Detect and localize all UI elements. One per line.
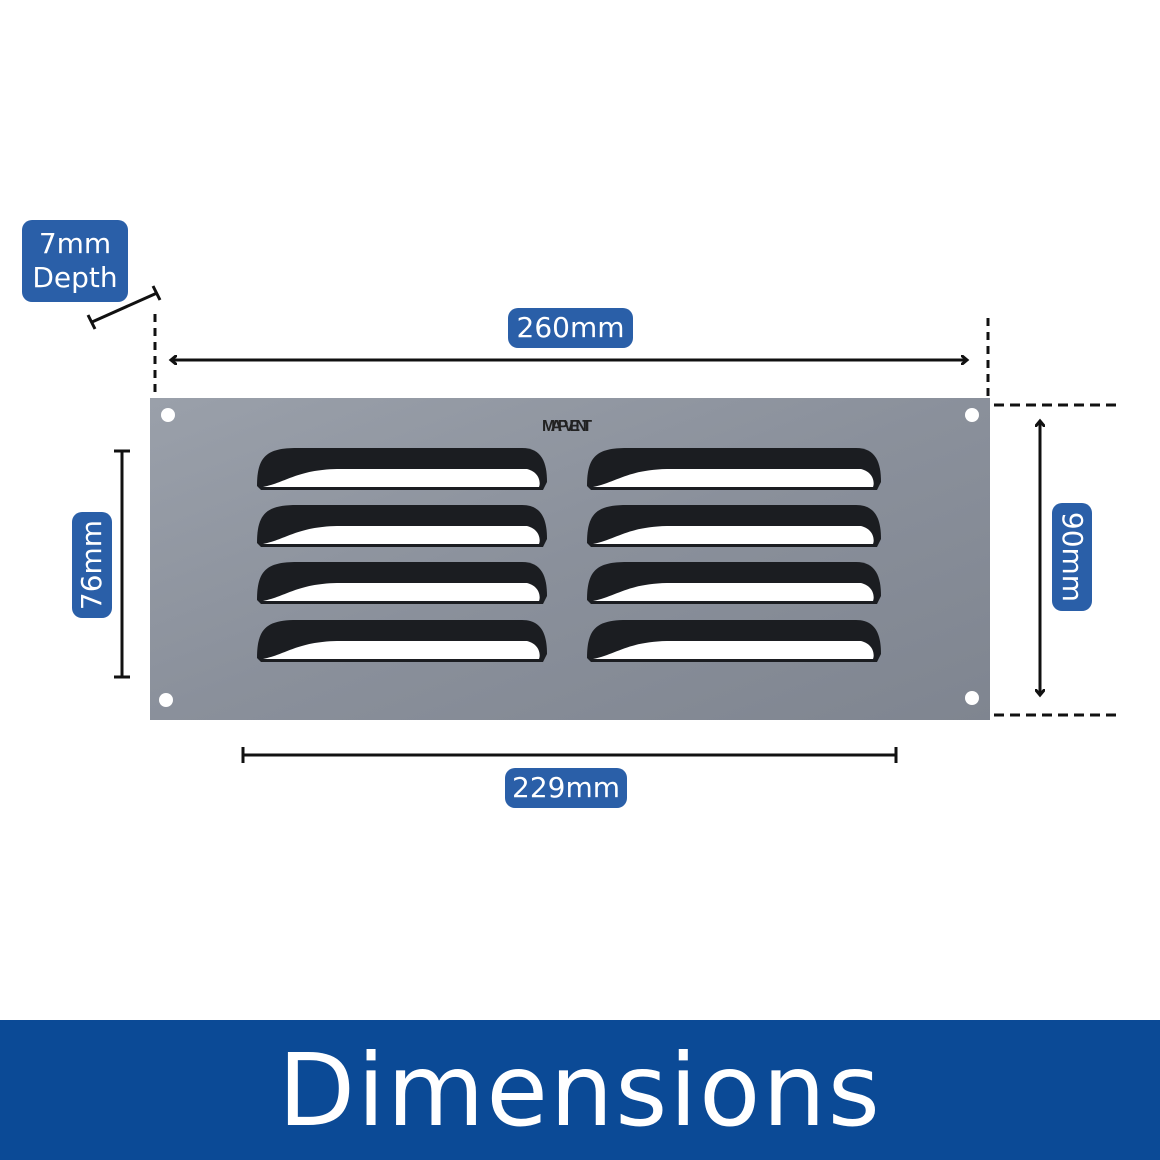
louver-height-label: 76mm — [72, 512, 112, 618]
louver-opening — [593, 469, 874, 487]
louver-opening — [263, 583, 540, 601]
louver-opening — [263, 526, 540, 544]
louver-opening — [593, 583, 874, 601]
height-76-line — [114, 449, 130, 679]
width-229-line — [241, 747, 898, 763]
overall-height-label: 90mm — [1052, 503, 1092, 611]
vent-plate — [150, 398, 990, 720]
overall-width-label: 260mm — [508, 308, 633, 348]
depth-line — [86, 285, 162, 330]
louver-opening — [263, 641, 540, 659]
dimensions-banner: Dimensions — [0, 1020, 1160, 1160]
louver-opening — [593, 526, 874, 544]
screw-holes — [159, 408, 979, 707]
banner-title: Dimensions — [278, 1031, 882, 1149]
louver-opening — [263, 469, 540, 487]
depth-label: 7mm Depth — [22, 220, 128, 302]
depth-value: 7mm — [38, 227, 112, 261]
louver-width-label: 229mm — [505, 768, 627, 808]
louver-opening — [593, 641, 874, 659]
depth-caption: Depth — [32, 261, 118, 294]
brand-mark: MAPVENT — [542, 418, 592, 435]
louvers — [257, 448, 881, 662]
